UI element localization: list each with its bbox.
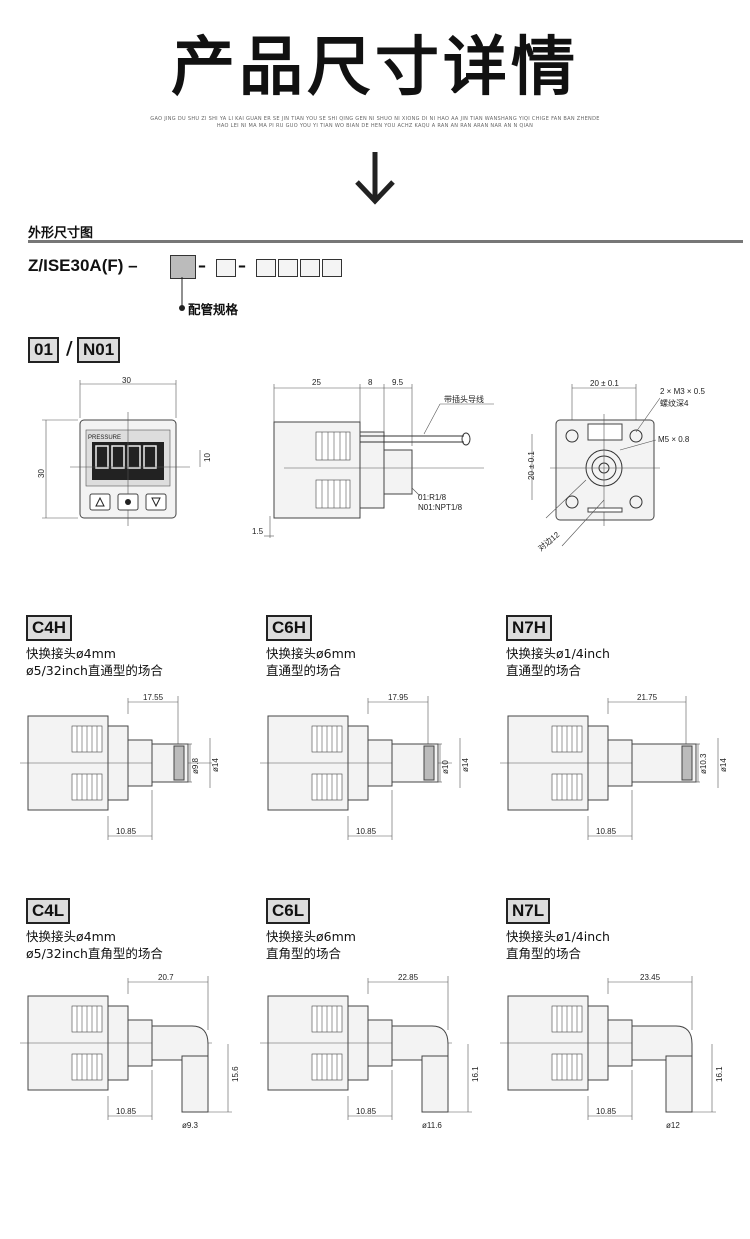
code-dash: – — [198, 256, 206, 275]
variant-tag: C4L — [26, 898, 71, 924]
code-box — [278, 259, 298, 277]
variant-desc2: ø5/32inch直通型的场合 — [26, 663, 163, 678]
variant-tag: C6L — [266, 898, 311, 924]
diameter-dim: ø11.6 — [422, 1121, 442, 1130]
variant-drawing: 23.45 10.85 16.1 ø12 — [500, 973, 724, 1130]
diameter-dim: ø10.3 — [699, 753, 708, 774]
back-screw-label: 2 × M3 × 0.5 — [660, 387, 705, 396]
side-view-drawing: 25 8 9.5 带插头导线 01:R1/8 N01:NPT1/8 1.5 — [252, 378, 494, 538]
diameter-dim: ø14 — [211, 758, 220, 772]
variant-tag: N7H — [506, 615, 553, 641]
section-divider — [28, 240, 743, 243]
diameter-dim: ø12 — [666, 1121, 680, 1130]
variant-drawing: 17.95 10.85 ø10 ø14 — [260, 693, 470, 840]
code-box — [256, 259, 276, 277]
code-box — [300, 259, 320, 277]
page-subtitle: GAO JING DU SHU ZI SHI YA LI KAI GUAN ER… — [150, 116, 600, 129]
piping-label: 配管规格 — [188, 302, 239, 317]
tag-slash: / — [66, 338, 73, 359]
variant-desc2: 直通型的场合 — [506, 663, 582, 678]
tag-01: 01 — [28, 337, 59, 363]
diameter-dim: ø9.8 — [191, 757, 200, 774]
code-box — [322, 259, 342, 277]
cable-label: 带插头导线 — [444, 394, 484, 404]
page-title: 产品尺寸详情 — [171, 31, 579, 105]
section-title: 外形尺寸图 — [28, 226, 94, 241]
variant-desc1: 快换接头ø4mm — [26, 646, 116, 661]
leader-line — [179, 277, 185, 311]
tag-n01: N01 — [77, 337, 121, 363]
back-port-label: M5 × 0.8 — [658, 435, 690, 444]
base-dim: 10.85 — [356, 1107, 377, 1116]
variant-desc1: 快换接头ø4mm — [26, 929, 116, 944]
length-dim: 20.7 — [158, 973, 174, 982]
code-box — [216, 259, 236, 277]
code-box-piping — [170, 255, 196, 279]
length-dim: 17.95 — [388, 693, 409, 702]
variant-desc2: 直角型的场合 — [506, 946, 582, 961]
base-dim: 10.85 — [596, 827, 617, 836]
variant-drawing: 21.75 10.85 ø10.3 ø14 — [500, 693, 728, 840]
back-width-dim: 20 ± 0.1 — [590, 379, 619, 388]
front-side-dim: 10 — [203, 453, 212, 462]
variant-desc1: 快换接头ø6mm — [266, 646, 356, 661]
back-view-drawing: 20 ± 0.1 20 ± 0.1 2 × M3 × 0.5 螺纹深4 M5 ×… — [527, 379, 705, 553]
side-dim-8: 8 — [368, 378, 373, 387]
diameter-dim: ø14 — [461, 758, 470, 772]
length-dim: 23.45 — [640, 973, 661, 982]
base-dim: 10.85 — [596, 1107, 617, 1116]
height-dim: 16.1 — [715, 1066, 724, 1082]
variant-desc2: ø5/32inch直角型的场合 — [26, 946, 163, 961]
height-dim: 16.1 — [471, 1066, 480, 1082]
base-dim: 10.85 — [116, 1107, 137, 1116]
variant-desc2: 直角型的场合 — [266, 946, 342, 961]
brand-label: PRESSURE — [88, 435, 121, 441]
length-dim: 21.75 — [637, 693, 658, 702]
height-dim: 15.6 — [231, 1066, 240, 1082]
side-dim-9.5: 9.5 — [392, 378, 404, 387]
base-dim: 10.85 — [356, 827, 377, 836]
variant-desc1: 快换接头ø6mm — [266, 929, 356, 944]
thread-n01: N01:NPT1/8 — [418, 503, 463, 512]
base-dim: 10.85 — [116, 827, 137, 836]
variant-desc1: 快换接头ø1/4inch — [506, 929, 610, 944]
diameter-dim: ø10 — [441, 760, 450, 774]
back-across-label: 对边12 — [536, 529, 562, 553]
variant-drawing: 17.55 10.85 ø9.8 ø14 — [20, 693, 220, 840]
variant-tag: C6H — [266, 615, 313, 641]
front-width-dim: 30 — [122, 376, 131, 385]
diameter-dim: ø9.3 — [182, 1121, 199, 1130]
back-height-dim: 20 ± 0.1 — [527, 451, 536, 480]
diameter-dim: ø14 — [719, 758, 728, 772]
variant-drawing: 22.85 10.85 16.1 ø11.6 — [260, 973, 480, 1130]
variant-desc1: 快换接头ø1/4inch — [506, 646, 610, 661]
code-dash: – — [238, 256, 246, 275]
model-code: Z/ISE30A(F) – — [28, 256, 138, 275]
front-height-dim: 30 — [37, 469, 46, 478]
variant-drawing: 20.7 10.85 15.6 ø9.3 — [20, 973, 240, 1130]
side-dim-25: 25 — [312, 378, 321, 387]
back-screw-depth: 螺纹深4 — [660, 398, 689, 408]
variant-tag: C4H — [26, 615, 73, 641]
variant-tag: N7L — [506, 898, 551, 924]
thread-01: 01:R1/8 — [418, 493, 447, 502]
front-view-drawing: 30 30 PRESSURE 10 — [37, 376, 212, 526]
side-dim-1.5: 1.5 — [252, 527, 264, 536]
length-dim: 17.55 — [143, 693, 164, 702]
arrow-down-icon — [355, 152, 395, 205]
length-dim: 22.85 — [398, 973, 419, 982]
variant-desc2: 直通型的场合 — [266, 663, 342, 678]
